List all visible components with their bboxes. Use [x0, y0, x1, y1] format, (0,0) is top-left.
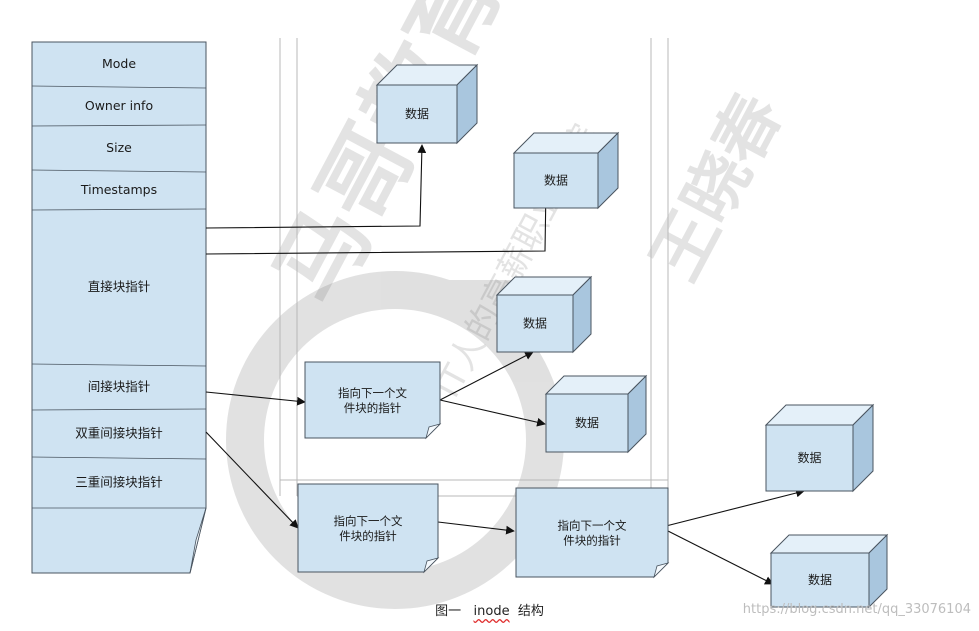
- arrow-next-data-1: [665, 488, 805, 527]
- data-block-label: 数据: [405, 106, 429, 121]
- caption-suffix: 结构: [517, 604, 544, 619]
- data-block-front: [376, 84, 458, 144]
- arrow-indirect-data-1: [439, 351, 534, 401]
- watermark-text-author: 王晓春: [636, 82, 797, 293]
- caption-prefix: 图一: [435, 604, 462, 619]
- inode-row-divider: [31, 208, 207, 211]
- arrow-double-to-next: [437, 521, 515, 535]
- data-block-top: [769, 534, 889, 554]
- inode-field-row-8: 三重间接块指针: [75, 475, 163, 490]
- inode-row-divider: [31, 408, 207, 411]
- data-block-label: 数据: [544, 173, 568, 188]
- data-block-label: 数据: [575, 415, 599, 430]
- arrows: [205, 144, 805, 585]
- inode-field-mode: Mode: [102, 56, 136, 71]
- inode-field-timestamps: Timestamps: [80, 182, 157, 197]
- pointer-block: 指向下一个文件块的指针: [297, 483, 440, 574]
- data-block-front: [513, 152, 599, 209]
- data-block: 数据: [375, 63, 479, 145]
- inode-row-divider: [31, 169, 207, 173]
- inode-field-owner-info: Owner info: [85, 98, 153, 113]
- pointer-block-body: [515, 487, 669, 578]
- data-block: 数据: [544, 374, 648, 454]
- data-block-front: [545, 393, 629, 453]
- pointer-block: 指向下一个文件块的指针: [515, 487, 670, 579]
- arrow-next-data-2: [665, 529, 774, 585]
- inode-field-row-5: 直接块指针: [88, 279, 151, 294]
- arrow-direct-1: [205, 144, 427, 229]
- pointer-block-body: [304, 361, 441, 439]
- arrow-double-indirect: [205, 431, 299, 529]
- data-block: 数据: [764, 403, 875, 493]
- inode-field-row-7: 双重间接块指针: [75, 426, 163, 441]
- pointer-block: 指向下一个文件块的指针: [304, 361, 442, 440]
- pointer-block-body: [297, 483, 439, 573]
- pointer-block-label: 指向下一个文件块的指针: [338, 386, 407, 415]
- data-block: 数据: [769, 533, 889, 609]
- pointer-block-fold: [425, 423, 442, 440]
- pointer-block-fold: [423, 557, 440, 574]
- inode-row-divider: [31, 124, 207, 127]
- source-url: https://blog.csdn.net/qq_33076104: [742, 602, 971, 617]
- data-block-label: 数据: [797, 450, 821, 465]
- inode-field-size: Size: [106, 140, 132, 155]
- pointer-block-label: 指向下一个文件块的指针: [558, 519, 627, 548]
- inode-field-row-6: 间接块指针: [88, 379, 151, 394]
- arrow-indirect: [205, 391, 306, 406]
- inode-table-body: [31, 41, 207, 574]
- pointer-block-label: 指向下一个文件块的指针: [334, 514, 403, 543]
- caption-highlight: inode: [473, 604, 510, 619]
- pointer-block-fold: [653, 562, 670, 579]
- data-block-label: 数据: [808, 572, 832, 587]
- data-block-front: [770, 552, 870, 608]
- inode-row-divider: [31, 456, 207, 460]
- inode-row-divider: [31, 363, 207, 367]
- inode-table-fold: [189, 507, 207, 574]
- data-block-front: [496, 294, 574, 353]
- data-block: 数据: [512, 131, 620, 210]
- data-block: 数据: [495, 275, 593, 354]
- inode-row-divider: [31, 85, 207, 89]
- data-block-label: 数据: [523, 316, 547, 331]
- data-block-front: [765, 424, 854, 492]
- figure-caption: 图一 inode 结构: [0, 600, 979, 619]
- arrow-indirect-data-2: [439, 399, 546, 427]
